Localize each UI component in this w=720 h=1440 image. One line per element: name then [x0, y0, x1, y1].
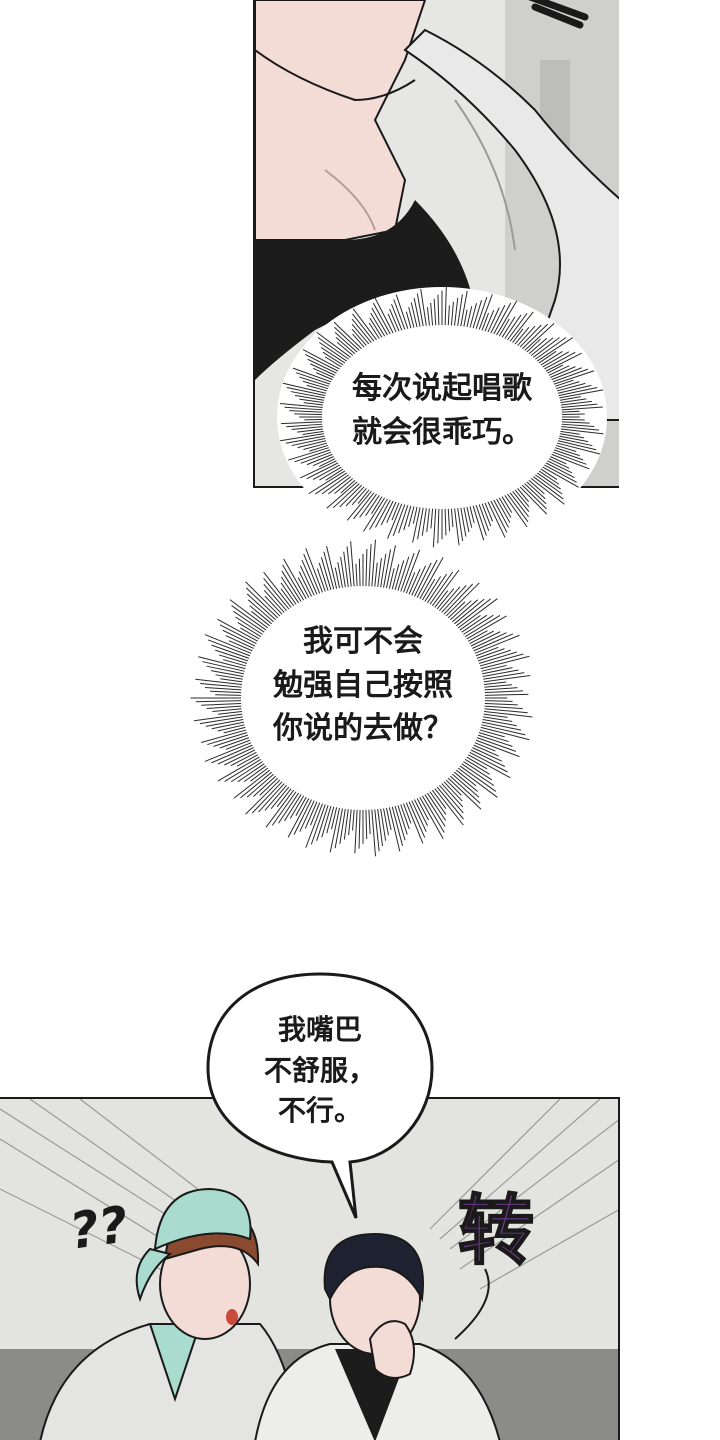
thought-1-line-2: 就会很乖巧。 [352, 414, 532, 450]
thought-bubble-2-text: 我可不会 勉强自己按照 你说的去做？ [233, 620, 493, 751]
thought-2-line-2: 勉强自己按照 [273, 667, 453, 703]
thought-bubble-1: 每次说起唱歌 就会很乖巧。 [262, 272, 622, 562]
top-sfx-fragment [525, 0, 595, 32]
speech-1-line-3: 不行。 [277, 1094, 362, 1128]
speech-bubble-1-text: 我嘴巴 不舒服， 不行。 [220, 1010, 420, 1132]
speech-1-line-1: 我嘴巴 [277, 1013, 362, 1046]
thought-2-line-3: 你说的去做？ [273, 711, 453, 746]
thought-bubble-2: 我可不会 勉强自己按照 你说的去做？ [178, 528, 548, 868]
question-sfx: ?? [66, 1195, 132, 1261]
speech-1-line-2: 不舒服， [263, 1053, 376, 1087]
thought-2-line-1: 我可不会 [303, 624, 423, 659]
thought-1-line-1: 每次说起唱歌 [352, 371, 532, 406]
thought-bubble-1-text: 每次说起唱歌 就会很乖巧。 [302, 367, 582, 454]
speech-bubble-1: 我嘴巴 不舒服， 不行。 [200, 968, 440, 1228]
turn-sfx: 转 [457, 1185, 535, 1276]
